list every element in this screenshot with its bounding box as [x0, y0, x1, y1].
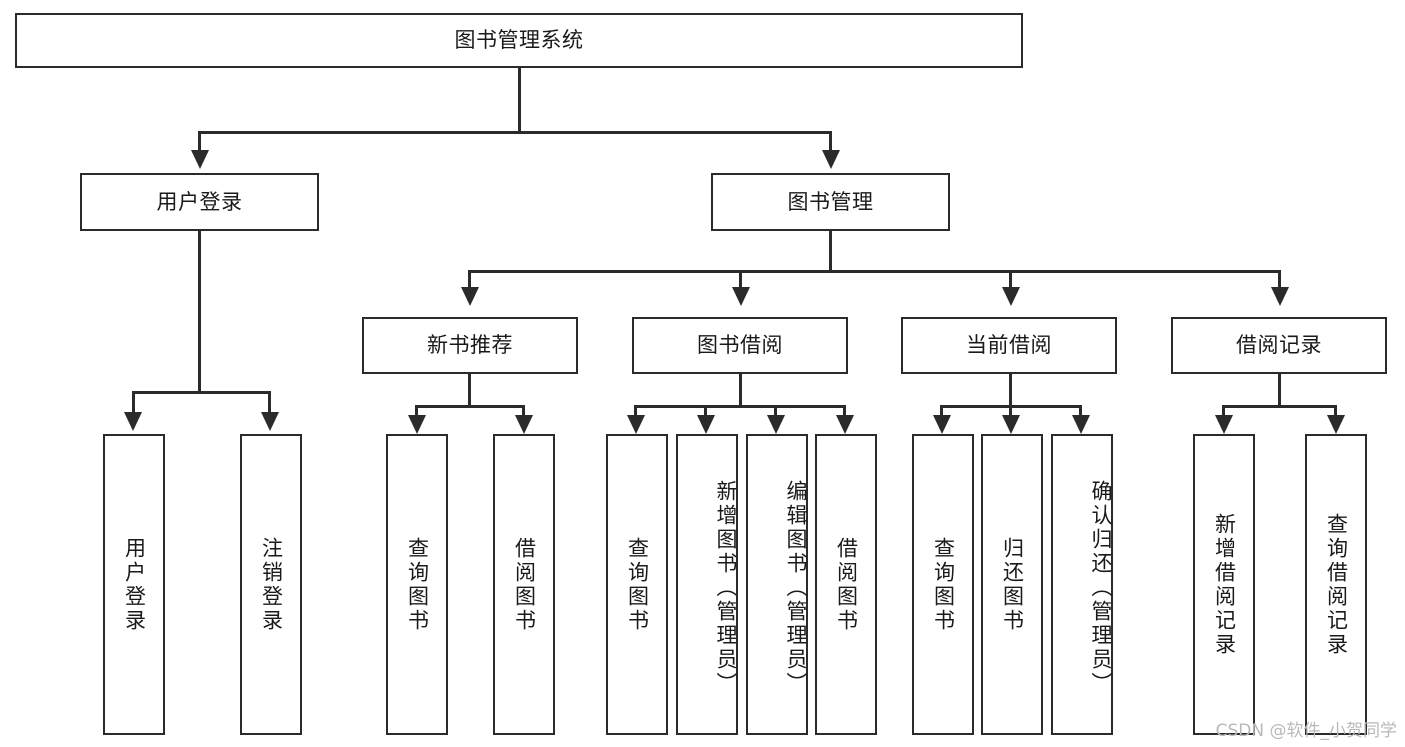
node-borrow-record-label: 借阅记录 [1236, 333, 1322, 357]
node-leaf-query-record[interactable]: 查询借阅记录 [1305, 434, 1367, 735]
connector-book-manage-bus [468, 270, 1281, 273]
arrow-to-leaf-confirm-return [1072, 415, 1090, 434]
node-root-label: 图书管理系统 [454, 28, 584, 52]
arrow-to-user-login [191, 150, 209, 169]
arrow-to-leaf-user-login [124, 412, 142, 431]
node-leaf-query-book-2-label: 查询图书 [625, 536, 650, 633]
arrow-to-leaf-user-logout [261, 412, 279, 431]
connector-borrow-record-drop-2 [1334, 405, 1337, 416]
node-leaf-confirm-return-label: 确认归还（管理员） [1089, 479, 1113, 696]
connector-book-borrow-drop-3 [774, 405, 777, 416]
connector-current-borrow-stem [1009, 374, 1012, 407]
node-borrow-record[interactable]: 借阅记录 [1171, 317, 1387, 374]
connector-current-borrow-drop-1 [940, 405, 943, 416]
connector-root-drop-2 [829, 131, 832, 151]
node-book-manage[interactable]: 图书管理 [711, 173, 950, 231]
node-leaf-query-record-label: 查询借阅记录 [1324, 512, 1349, 657]
node-book-borrow[interactable]: 图书借阅 [632, 317, 848, 374]
arrow-to-leaf-query-book-3 [933, 415, 951, 434]
node-leaf-add-book-label: 新增图书（管理员） [714, 479, 738, 696]
connector-borrow-record-drop-1 [1222, 405, 1225, 416]
connector-user-login-stem [198, 231, 201, 393]
connector-book-manage-drop-4 [1278, 270, 1281, 288]
node-leaf-borrow-book-1-label: 借阅图书 [512, 536, 537, 633]
node-leaf-add-record-label: 新增借阅记录 [1212, 512, 1237, 657]
node-leaf-confirm-return[interactable]: 确认归还（管理员） [1051, 434, 1113, 735]
arrow-to-leaf-query-record [1327, 415, 1345, 434]
arrow-to-leaf-query-book-2 [627, 415, 645, 434]
connector-borrow-record-bus [1222, 405, 1337, 408]
connector-book-manage-drop-1 [468, 270, 471, 288]
connector-current-borrow-drop-2 [1009, 405, 1012, 416]
connector-new-book-rec-drop-1 [415, 405, 418, 416]
node-leaf-borrow-book-2-label: 借阅图书 [834, 536, 859, 633]
connector-book-borrow-drop-2 [704, 405, 707, 416]
node-leaf-user-login-label: 用户登录 [122, 536, 147, 633]
arrow-to-leaf-edit-book [767, 415, 785, 434]
node-leaf-edit-book-label: 编辑图书（管理员） [784, 479, 808, 696]
node-leaf-query-book-3-label: 查询图书 [931, 536, 956, 633]
connector-book-borrow-drop-4 [843, 405, 846, 416]
node-leaf-borrow-book-2[interactable]: 借阅图书 [815, 434, 877, 735]
node-book-borrow-label: 图书借阅 [697, 333, 783, 357]
node-leaf-user-logout-label: 注销登录 [259, 536, 284, 633]
arrow-to-leaf-return-book [1002, 415, 1020, 434]
connector-user-login-drop-2 [268, 391, 271, 413]
arrow-to-leaf-borrow-book-1 [515, 415, 533, 434]
connector-borrow-record-stem [1278, 374, 1281, 407]
node-leaf-add-record[interactable]: 新增借阅记录 [1193, 434, 1255, 735]
node-leaf-query-book-1[interactable]: 查询图书 [386, 434, 448, 735]
connector-root-bus [198, 131, 832, 134]
connector-book-borrow-stem [739, 374, 742, 407]
node-user-login[interactable]: 用户登录 [80, 173, 319, 231]
arrow-to-book-borrow [732, 287, 750, 306]
arrow-to-leaf-add-book [697, 415, 715, 434]
arrow-to-new-book-rec [461, 287, 479, 306]
node-leaf-return-book-label: 归还图书 [1000, 536, 1025, 633]
node-root[interactable]: 图书管理系统 [15, 13, 1023, 68]
connector-new-book-rec-stem [468, 374, 471, 407]
connector-book-borrow-drop-1 [634, 405, 637, 416]
connector-root-stem [518, 68, 521, 133]
arrow-to-current-borrow [1002, 287, 1020, 306]
arrow-to-leaf-add-record [1215, 415, 1233, 434]
node-user-login-label: 用户登录 [156, 189, 243, 214]
connector-book-borrow-bus [634, 405, 846, 408]
connector-root-drop-1 [198, 131, 201, 151]
node-leaf-add-book[interactable]: 新增图书（管理员） [676, 434, 738, 735]
connector-new-book-rec-drop-2 [522, 405, 525, 416]
connector-current-borrow-drop-3 [1079, 405, 1082, 416]
node-current-borrow[interactable]: 当前借阅 [901, 317, 1117, 374]
arrow-to-leaf-query-book-1 [408, 415, 426, 434]
node-new-book-rec-label: 新书推荐 [427, 333, 513, 357]
node-leaf-query-book-1-label: 查询图书 [405, 536, 430, 633]
connector-new-book-rec-bus [415, 405, 525, 408]
csdn-watermark: CSDN @软件_小贺同学 [1215, 721, 1397, 741]
connector-book-manage-drop-2 [739, 270, 742, 288]
arrow-to-leaf-borrow-book-2 [836, 415, 854, 434]
arrow-to-borrow-record [1271, 287, 1289, 306]
connector-user-login-bus [132, 391, 271, 394]
node-leaf-user-login[interactable]: 用户登录 [103, 434, 165, 735]
node-leaf-edit-book[interactable]: 编辑图书（管理员） [746, 434, 808, 735]
node-leaf-return-book[interactable]: 归还图书 [981, 434, 1043, 735]
node-current-borrow-label: 当前借阅 [966, 333, 1052, 357]
node-leaf-query-book-3[interactable]: 查询图书 [912, 434, 974, 735]
node-book-manage-label: 图书管理 [787, 189, 874, 214]
node-leaf-borrow-book-1[interactable]: 借阅图书 [493, 434, 555, 735]
connector-user-login-drop-1 [132, 391, 135, 413]
arrow-to-book-manage [822, 150, 840, 169]
node-leaf-user-logout[interactable]: 注销登录 [240, 434, 302, 735]
node-new-book-rec[interactable]: 新书推荐 [362, 317, 578, 374]
connector-book-manage-stem [829, 231, 832, 272]
connector-book-manage-drop-3 [1009, 270, 1012, 288]
node-leaf-query-book-2[interactable]: 查询图书 [606, 434, 668, 735]
